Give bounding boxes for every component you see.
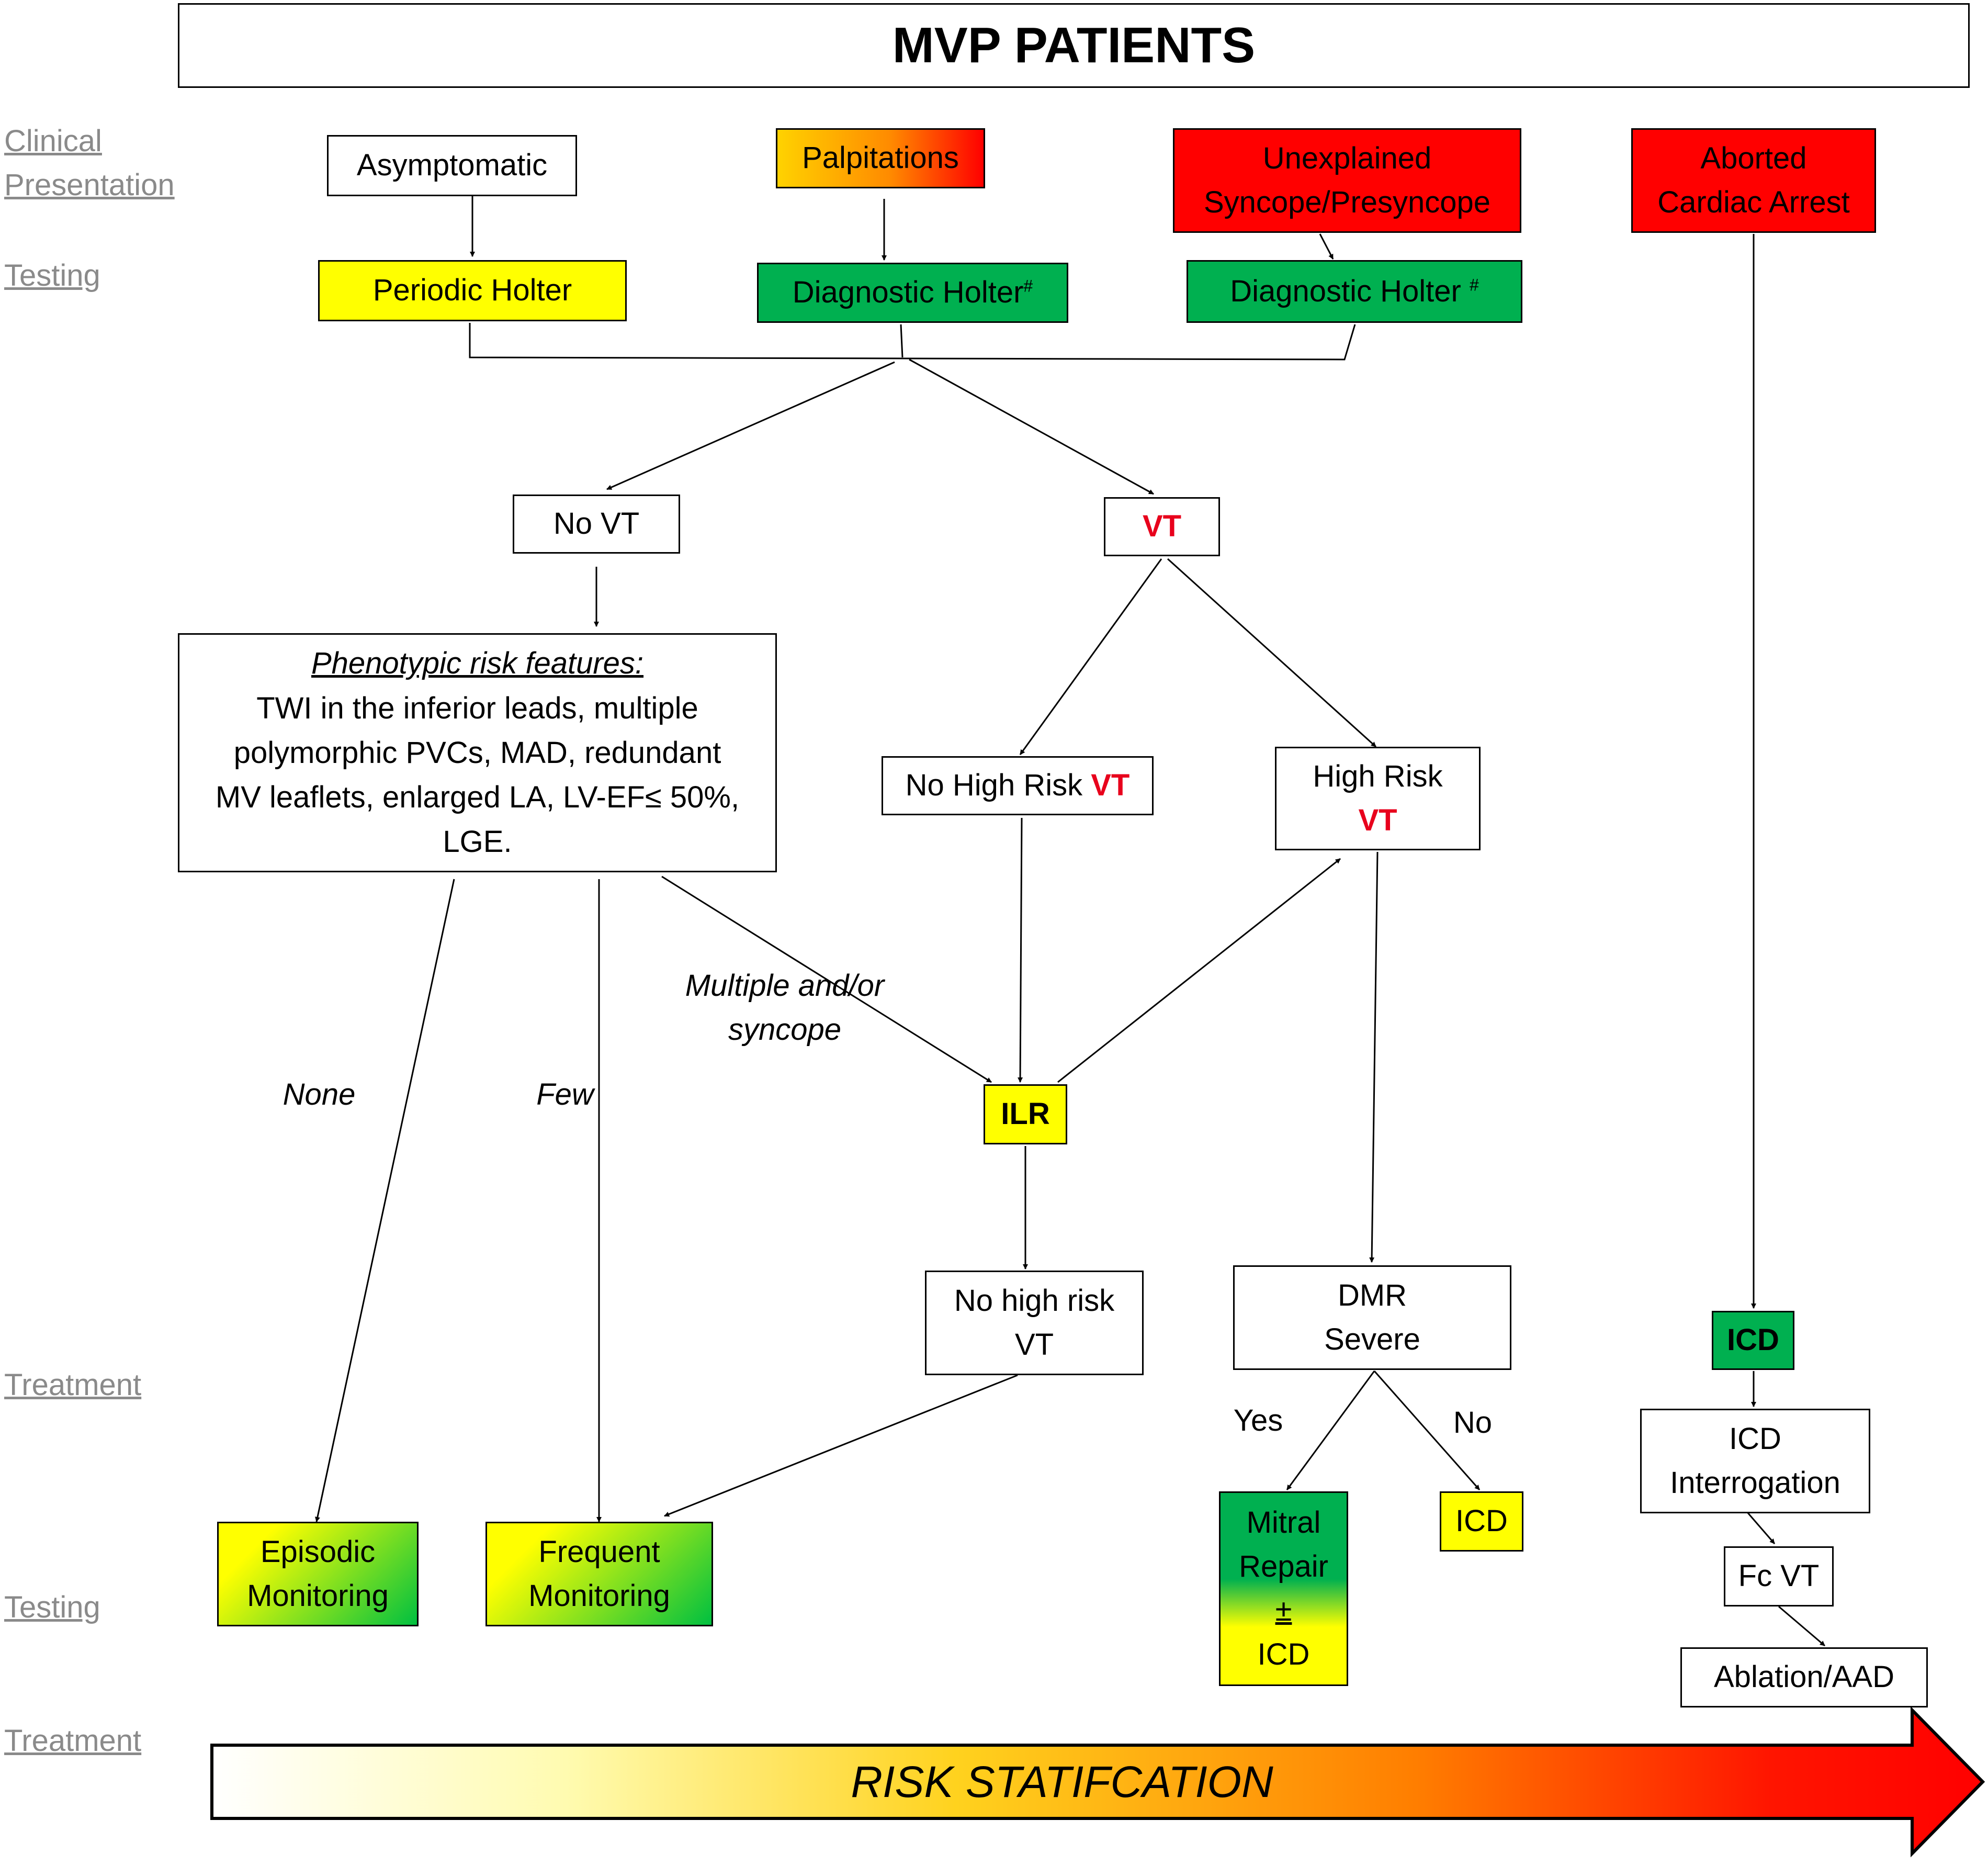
edge-label-none: None	[283, 1077, 356, 1111]
node-diagnostic-holter-2: Diagnostic Holter #	[1187, 260, 1522, 323]
node-ilr: ILR	[984, 1084, 1067, 1144]
edge-label-yes: Yes	[1233, 1403, 1283, 1437]
node-frequent-monitoring: Frequent Monitoring	[485, 1522, 713, 1626]
arrow-dmr-mitral	[1286, 1370, 1375, 1490]
arrow-nohighriskvt-frequent	[664, 1374, 1018, 1517]
edge-label-no: No	[1453, 1406, 1493, 1440]
node-icd-interrogation: ICD Interrogation	[1640, 1409, 1870, 1513]
arrow-interrogation-fcvt	[1746, 1512, 1776, 1544]
arrow-split-novt	[606, 361, 895, 490]
node-no-high-risk-vt-after-ilr: No high risk VT	[925, 1271, 1144, 1375]
node-vt: VT	[1104, 497, 1220, 556]
node-asymptomatic: Asymptomatic	[327, 135, 577, 196]
risk-arrow	[210, 1706, 1985, 1858]
arrow-dmr-icd	[1373, 1370, 1481, 1490]
node-dmr-severe: DMR Severe	[1233, 1265, 1511, 1370]
node-ablation-aad: Ablation/AAD	[1680, 1647, 1928, 1707]
edge-label-multiple-syncope: Multiple and/or syncope	[685, 969, 885, 1047]
arrow-pheno-ilr	[661, 875, 992, 1083]
side-label-clinical: Clinical Presentation	[4, 124, 175, 203]
node-no-high-risk-vt: No High Risk VT	[882, 756, 1154, 815]
merge-bracket	[469, 323, 1356, 361]
node-no-vt: No VT	[513, 495, 680, 554]
arrow-highrisk-dmr	[1369, 851, 1379, 1263]
edge-label-few: Few	[536, 1077, 594, 1111]
node-unexplained-syncope: Unexplained Syncope/Presyncope	[1173, 128, 1521, 233]
node-mitral-repair-icd: Mitral Repair ± ICD	[1219, 1491, 1348, 1686]
page-title: MVP PATIENTS	[178, 3, 1970, 88]
merge-center	[900, 324, 903, 358]
arrow-nohighrisk-ilr	[1018, 817, 1023, 1083]
node-episodic-monitoring: Episodic Monitoring	[217, 1522, 419, 1626]
arrow-syncope-holter	[1319, 233, 1334, 260]
node-palpitations: Palpitations	[776, 128, 985, 188]
node-fc-vt: Fc VT	[1724, 1546, 1834, 1606]
side-label-treatment-bottom: Treatment	[4, 1724, 142, 1758]
node-phenotypic-risk-features: Phenotypic risk features: TWI in the inf…	[178, 633, 777, 872]
node-periodic-holter: Periodic Holter	[318, 260, 627, 321]
arrow-fcvt-ablation	[1778, 1605, 1825, 1647]
arrow-vt-highrisk	[1167, 558, 1377, 748]
risk-stratification-label: RISK STATIFCATION	[851, 1757, 1273, 1806]
side-label-testing-bottom: Testing	[4, 1590, 100, 1624]
node-icd-yellow: ICD	[1440, 1491, 1523, 1552]
side-label-testing-top: Testing	[4, 259, 100, 293]
node-aborted-cardiac-arrest: Aborted Cardiac Arrest	[1631, 128, 1876, 233]
arrow-vt-nohighrisk	[1019, 558, 1162, 755]
arrow-pheno-none	[314, 879, 455, 1522]
node-high-risk-vt: High Risk VT	[1275, 747, 1481, 850]
node-diagnostic-holter-1: Diagnostic Holter#	[757, 263, 1068, 323]
side-label-treatment-mid: Treatment	[4, 1368, 142, 1402]
arrow-ilr-highrisk	[1057, 858, 1341, 1083]
arrow-split-vt	[909, 358, 1154, 495]
node-icd-green: ICD	[1712, 1311, 1794, 1370]
